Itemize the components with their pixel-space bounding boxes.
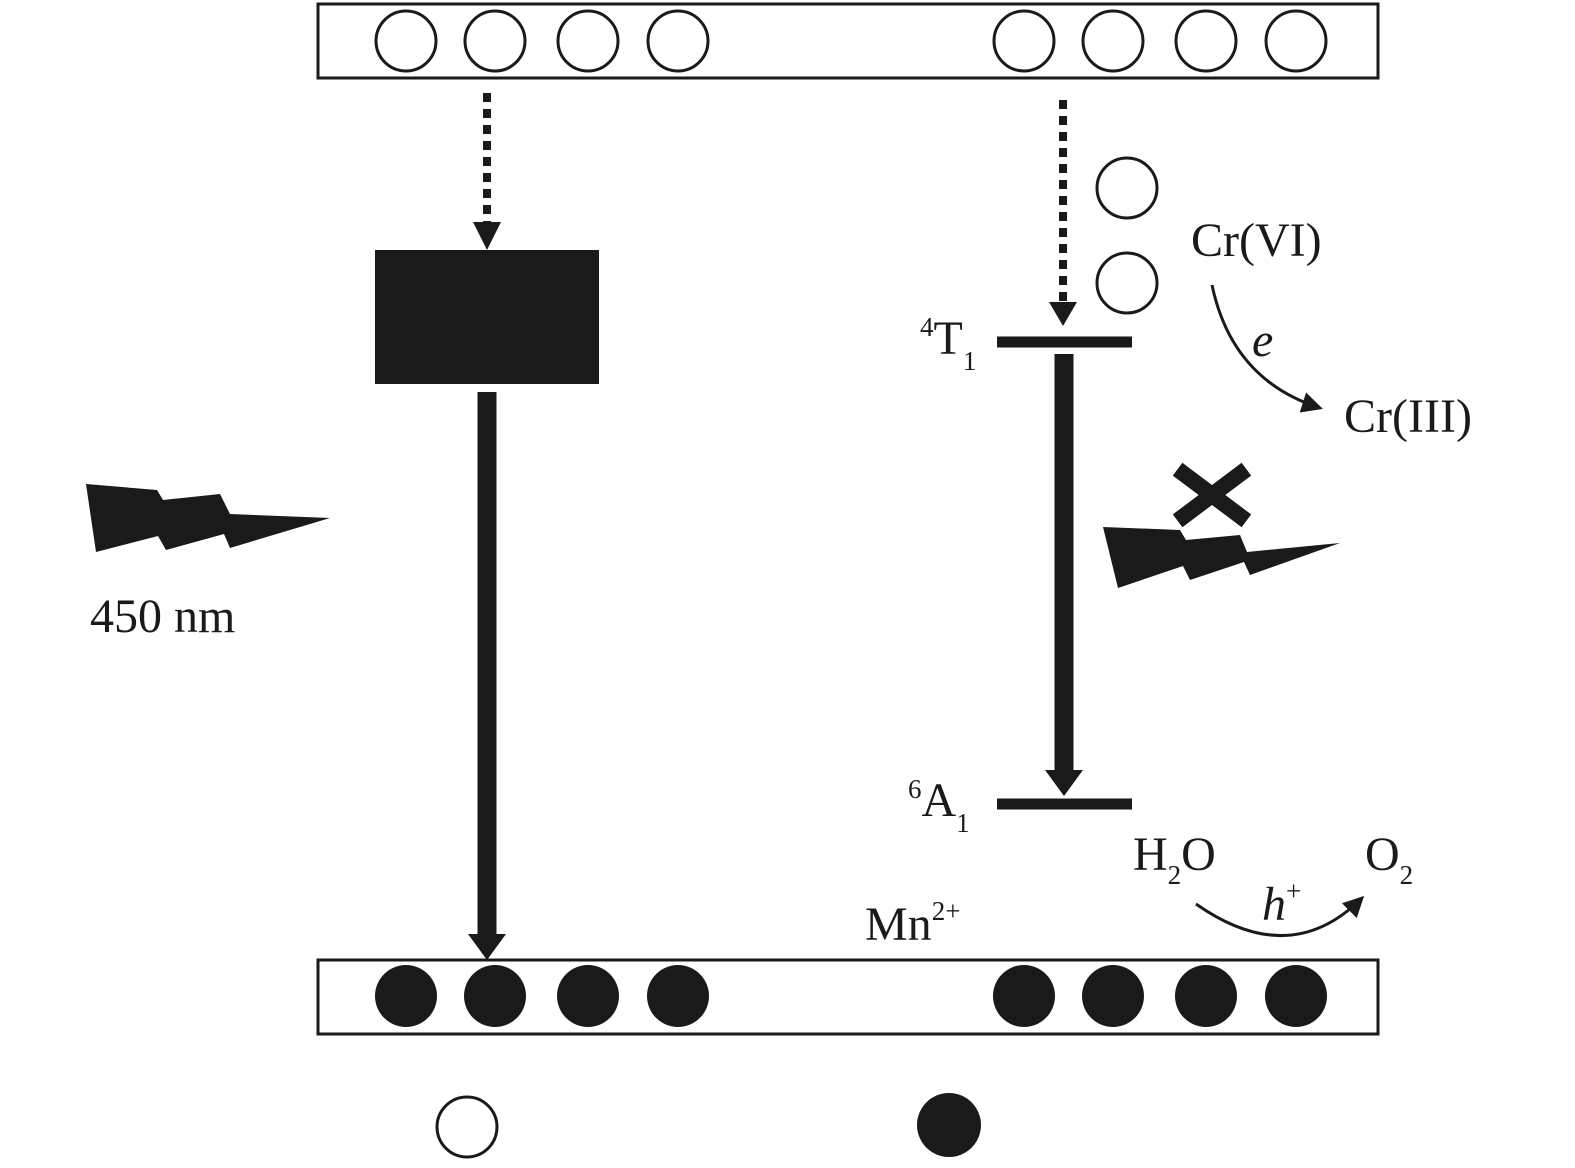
electron: [1174, 9, 1238, 73]
electron: [374, 9, 438, 73]
hole: [1082, 965, 1144, 1027]
electron: [1264, 9, 1328, 73]
valence-band: [316, 958, 1380, 1036]
electron-carrier-label: e: [1252, 314, 1273, 367]
level-4T1-label: 4T1: [920, 312, 976, 376]
relaxation-arrowhead-left: [473, 222, 501, 250]
electron: [463, 9, 527, 73]
reduction-arrow: [1210, 284, 1323, 413]
hole-carrier-label: h+: [1262, 876, 1301, 931]
electron: [646, 9, 710, 73]
electron: [1081, 9, 1145, 73]
h2o-label: H2O: [1133, 828, 1216, 890]
oxidation-arrow: [1195, 895, 1365, 938]
conduction-band: [316, 2, 1380, 80]
valence-band-holes: [375, 965, 1327, 1027]
legend-hole-symbol: [917, 1093, 981, 1157]
level-6A1-label: 6A1: [908, 774, 970, 838]
hole: [1175, 965, 1237, 1027]
conduction-band-electrons: [374, 9, 1328, 73]
legend-electron-symbol: [435, 1095, 499, 1159]
transferred-electron: [1095, 156, 1159, 220]
electron: [992, 9, 1056, 73]
defect-state-block: [375, 250, 599, 384]
hole: [647, 965, 709, 1027]
hole: [375, 965, 437, 1027]
excitation-wavelength-label: 450 nm: [90, 590, 235, 643]
lightning-icon: [86, 484, 330, 552]
cr-iii-label: Cr(III): [1344, 390, 1472, 443]
hole: [1265, 965, 1327, 1027]
mn-ion-label: Mn2+: [865, 896, 960, 951]
mn-emission-arrowhead: [1045, 770, 1083, 796]
hole: [993, 965, 1055, 1027]
recombination-arrowhead-left: [468, 934, 506, 960]
transferred-electron: [1095, 251, 1159, 315]
o2-label: O2: [1365, 828, 1413, 890]
hole: [464, 965, 526, 1027]
blocked-cross-icon: [1172, 462, 1252, 528]
blocked-lightning-icon: [1103, 527, 1340, 588]
electron: [556, 9, 620, 73]
hole: [557, 965, 619, 1027]
relaxation-arrowhead-right: [1049, 302, 1077, 326]
cr-vi-label: Cr(VI): [1191, 214, 1322, 267]
